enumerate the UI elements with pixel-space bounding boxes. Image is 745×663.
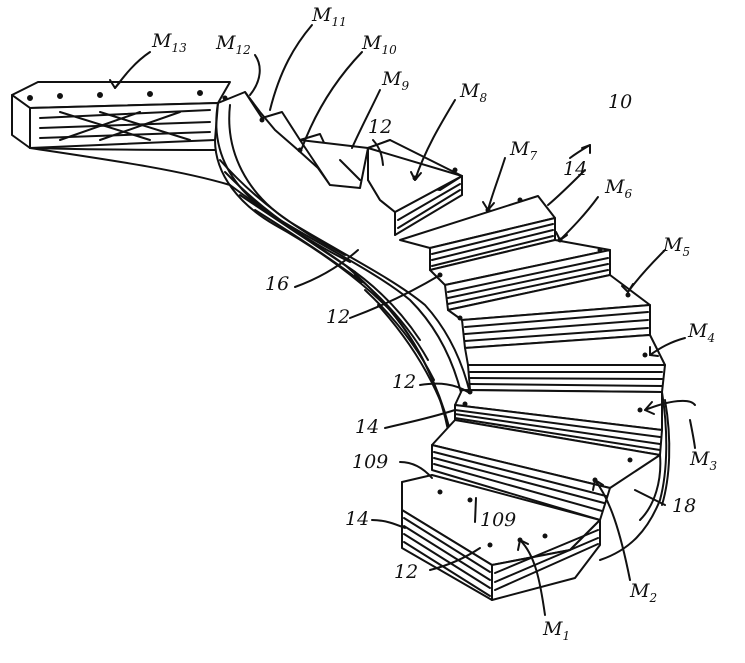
label-m10: M10	[362, 32, 397, 57]
label-12-mid: 12	[326, 306, 351, 328]
leader-lines	[109, 24, 696, 616]
label-m1: M1	[543, 618, 571, 643]
tread-m1	[401, 474, 601, 601]
tread-m3	[454, 389, 663, 456]
label-m3: M3	[690, 448, 718, 473]
label-m9: M9	[382, 68, 410, 93]
label-14-top: 14	[563, 158, 588, 180]
label-12-lower: 12	[392, 371, 417, 393]
label-12-low: 12	[394, 561, 419, 583]
label-m5: M5	[663, 234, 691, 259]
label-18: 18	[672, 495, 697, 517]
tread-m6	[429, 239, 611, 311]
tread-m5	[447, 274, 651, 349]
label-16: 16	[265, 273, 290, 295]
label-m2: M2	[630, 580, 658, 605]
label-m11: M11	[312, 4, 347, 29]
label-14-mid: 14	[355, 416, 380, 438]
tread-m2	[431, 419, 661, 521]
label-14-low: 14	[345, 508, 370, 530]
label-m8: M8	[460, 80, 488, 105]
outer-stringer-18	[599, 391, 671, 561]
label-m7: M7	[510, 138, 538, 163]
label-m6: M6	[605, 176, 633, 201]
label-m12: M12	[216, 32, 251, 57]
label-109-right: 109	[480, 509, 517, 531]
fasteners	[222, 95, 648, 548]
inner-stringer-16	[214, 102, 477, 441]
label-10: 10	[608, 91, 633, 113]
label-m13: M13	[152, 30, 187, 55]
label-109-left: 109	[352, 451, 389, 473]
label-m4: M4	[688, 320, 716, 345]
label-12-top: 12	[368, 116, 393, 138]
landing-m13	[11, 81, 231, 186]
